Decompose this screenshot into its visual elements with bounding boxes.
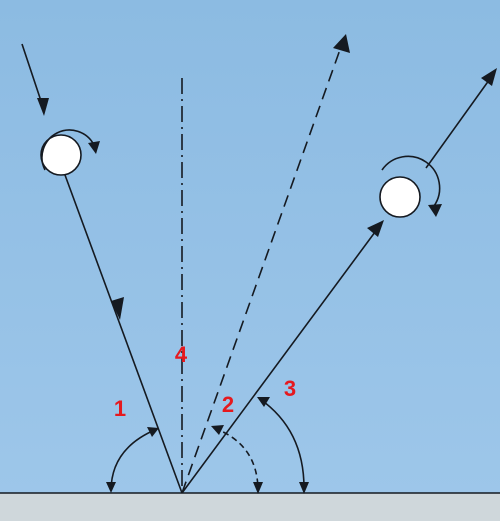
outgoing-arrow-icon [481, 68, 497, 86]
normal-label-4: 4 [175, 342, 188, 367]
angle-arc-3-arrowhead-icon [299, 482, 309, 494]
reflected-mid-arrow-icon [367, 220, 384, 237]
curved-spin-arrow-icon [41, 129, 95, 171]
angle-arc-2 [213, 427, 259, 490]
angle-label-2: 2 [222, 392, 234, 417]
angle-arc-3-arrowhead-icon [257, 397, 270, 407]
spin-arrowhead-icon [88, 141, 100, 154]
dashed-ray [181, 43, 343, 494]
angle-arc-1-arrowhead-icon [147, 427, 159, 437]
incoming-mid-arrow-icon [111, 297, 124, 320]
angle-arc-3 [259, 398, 305, 489]
angle-arc-1-arrowhead-icon [106, 482, 116, 493]
spin-arrowhead-icon [428, 204, 442, 217]
white-ball-icon [40, 134, 82, 176]
white-ball-icon [379, 176, 421, 218]
angle-arc-2-arrowhead-icon [253, 482, 263, 494]
surface [0, 493, 500, 521]
angle-arc-2-arrowhead-icon [211, 425, 224, 435]
angle-label-3: 3 [284, 376, 296, 401]
incoming-ray [64, 174, 183, 494]
angle-label-1: 1 [114, 396, 126, 421]
outgoing-ray [425, 75, 493, 169]
incoming-arrow-icon [37, 98, 49, 116]
curved-spin-arrow-icon [381, 155, 441, 207]
dashed-ray-arrow-icon [333, 34, 350, 53]
reflected-ray [181, 227, 379, 494]
